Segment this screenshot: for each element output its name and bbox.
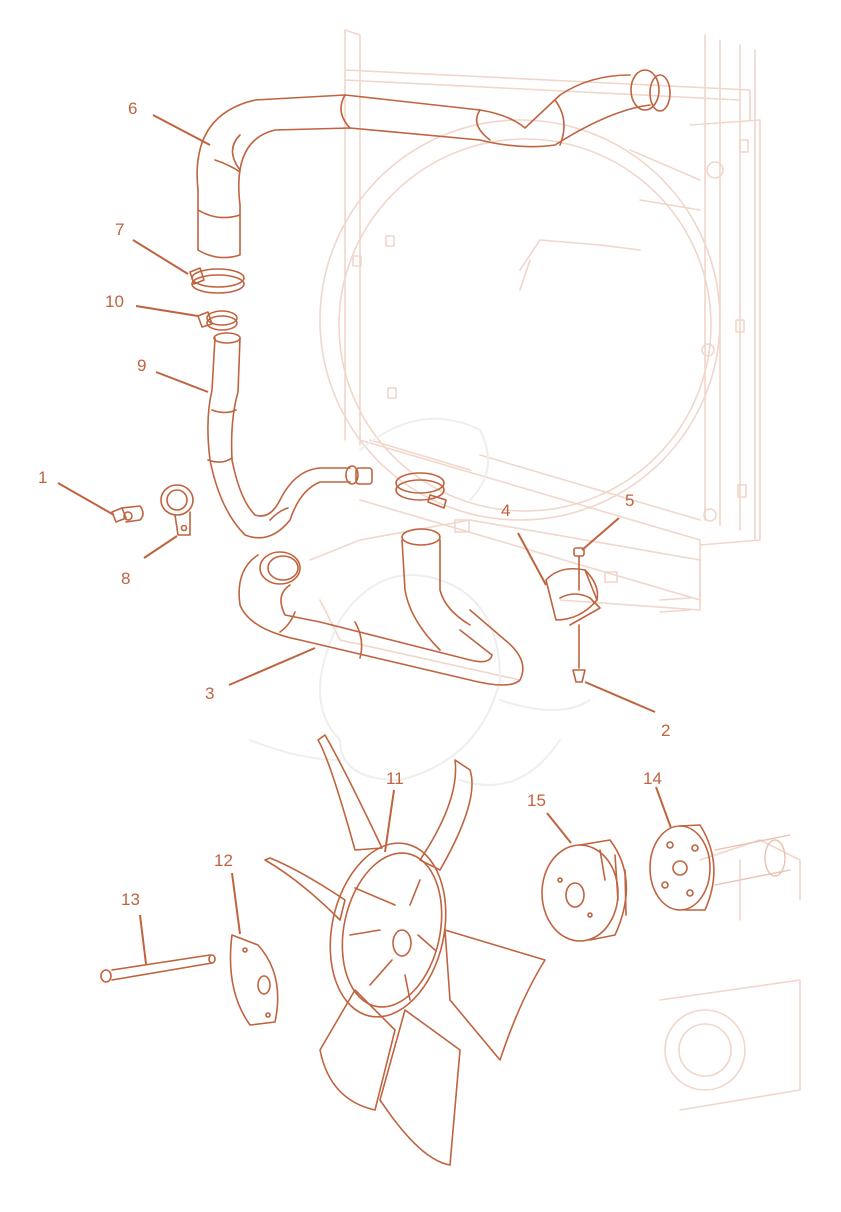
pulley-shaft-background [714,834,791,886]
spacer-plate-12 [229,934,279,1026]
callout-9: 9 [137,356,146,375]
small-clamp-10 [197,310,238,331]
bracket-4 [545,567,601,626]
callout-7: 7 [115,220,124,239]
callout-14: 14 [643,769,662,788]
radiator-shroud-background [309,29,801,1111]
clip-1 [111,505,144,523]
callout-15: 15 [527,791,546,810]
callout-5: 5 [625,491,634,510]
lower-clamp [395,472,447,509]
callout-4: 4 [501,501,510,520]
callout-8: 8 [121,569,130,588]
callout-labels: 6 7 10 9 1 8 3 4 5 2 11 15 14 12 13 [38,99,670,909]
watermark-logo [249,417,591,786]
upper-hose [196,69,671,259]
callout-2: 2 [661,721,670,740]
small-hose-9 [207,332,373,539]
leader-lines [57,114,672,965]
pulley-hub-14 [649,824,715,911]
callout-13: 13 [121,890,140,909]
fan-bolt-13 [100,954,216,983]
callout-3: 3 [205,684,214,703]
fan-spacer-15 [541,839,628,942]
callout-10: 10 [105,292,124,311]
lower-hose-3 [238,528,524,686]
callout-11: 11 [386,769,404,788]
p-clip-8 [160,484,194,536]
callout-1: 1 [38,468,47,487]
fan-11 [264,734,546,1166]
bolt-5 [573,547,585,591]
callout-12: 12 [214,851,233,870]
hose-clamp-7 [189,267,245,294]
nut-2 [572,624,586,683]
callout-6: 6 [128,99,137,118]
